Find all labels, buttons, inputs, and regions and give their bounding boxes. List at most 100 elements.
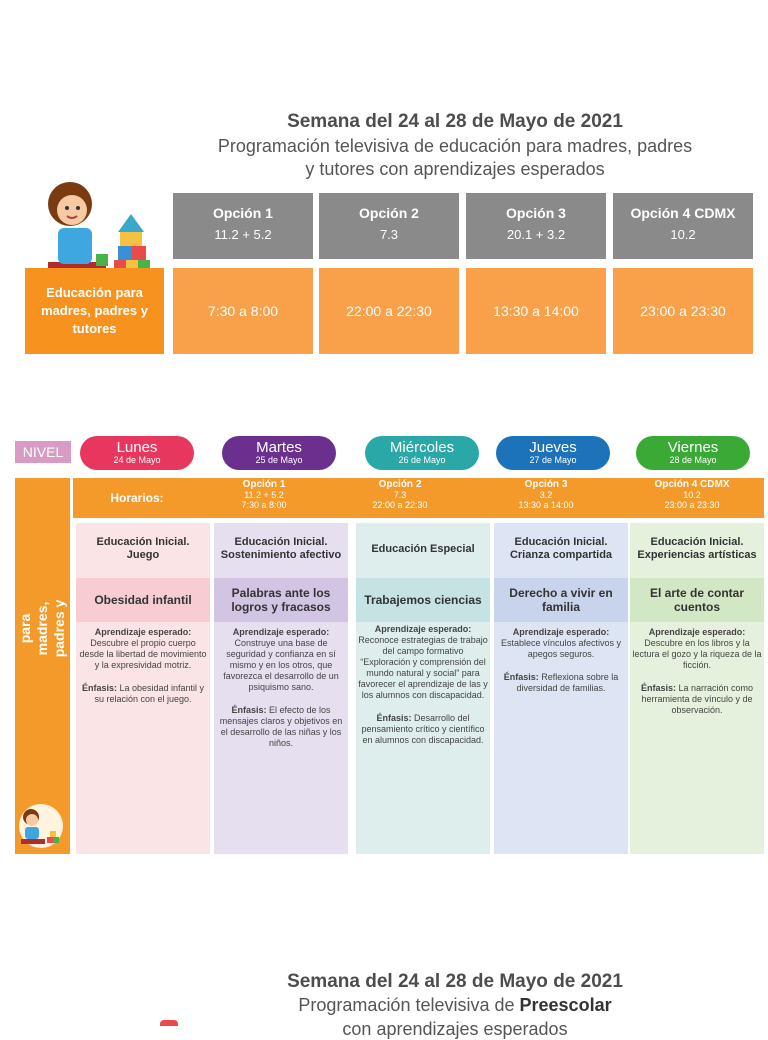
option-title: Opción 2 — [359, 205, 419, 221]
child-with-blocks-illustration — [40, 182, 150, 280]
program-name: Educación Especial — [371, 542, 475, 555]
horario-option-4: Opción 4 CDMX 10.2 23:00 a 23:30 — [622, 479, 762, 511]
topic-title: Obesidad infantil — [76, 578, 210, 622]
day-date: 27 de Mayo — [529, 455, 577, 465]
option-2-time: 22:00 a 22:30 — [319, 268, 459, 354]
option-channel: 20.1 + 3.2 — [506, 227, 566, 242]
learning-block: Aprendizaje esperado: Reconoce estrategi… — [356, 624, 490, 746]
day-pill-miercoles: Miércoles 26 de Mayo — [365, 436, 479, 470]
nivel-label: NIVEL — [15, 441, 71, 463]
enfasis-label: Énfasis: — [640, 683, 676, 693]
day-column-martes: Educación Inicial. Sostenimiento afectiv… — [214, 523, 348, 854]
enfasis-label: Énfasis: — [503, 672, 539, 682]
option-2-header: Opción 2 7.3 — [319, 193, 459, 259]
option-4-header: Opción 4 CDMX 10.2 — [613, 193, 753, 259]
aprendizaje-text: Construye una base de seguridad y confia… — [223, 638, 339, 692]
page-title: Semana del 24 al 28 de Mayo de 2021 — [287, 111, 623, 132]
day-column-lunes: Educación Inicial. Juego Obesidad infant… — [76, 523, 210, 854]
horario-option-1: Opción 1 11.2 + 5.2 7:30 a 8:00 — [194, 479, 334, 511]
day-date: 24 de Mayo — [113, 455, 161, 465]
day-name: Martes — [256, 439, 302, 456]
topic-title: El arte de contar cuentos — [630, 578, 764, 622]
footer-title: Semana del 24 al 28 de Mayo de 2021 — [287, 971, 623, 992]
aprendizaje-label: Aprendizaje esperado: — [648, 627, 746, 637]
footer-illustration-fragment — [160, 1020, 178, 1026]
horarios-bar — [73, 478, 764, 518]
horario-title: Opción 2 — [378, 479, 422, 490]
option-3-time: 13:30 a 14:00 — [466, 268, 606, 354]
day-name: Miércoles — [389, 439, 455, 456]
learning-block: Aprendizaje esperado: Descubre el propio… — [76, 627, 210, 705]
option-channel: 7.3 — [379, 227, 399, 242]
day-column-viernes: Educación Inicial. Experiencias artístic… — [630, 523, 764, 854]
enfasis: Énfasis: La narración como herramienta d… — [632, 683, 762, 716]
day-date: 28 de Mayo — [669, 455, 717, 465]
enfasis: Énfasis: Reflexiona sobre la diversidad … — [496, 672, 626, 694]
enfasis: Énfasis: Desarrollo del pensamiento crít… — [358, 713, 488, 746]
program-name: Educación Inicial. Crianza compartida — [509, 536, 613, 561]
day-date: 26 de Mayo — [398, 455, 446, 465]
edu-label: Educación para madres, padres y tutores — [41, 285, 148, 336]
aprendizaje-text: Reconoce estrategias de trabajo del camp… — [358, 635, 488, 700]
horario-title: Opción 3 — [524, 479, 568, 490]
horario-time: 13:30 a 14:00 — [518, 500, 574, 510]
option-title: Opción 4 CDMX — [630, 205, 736, 221]
footer-subtitle-bold: Preescolar — [519, 995, 612, 1015]
horario-time: 23:00 a 23:30 — [664, 500, 720, 510]
topic-title: Trabajemos ciencias — [356, 578, 490, 622]
learning-block: Aprendizaje esperado: Descubre en los li… — [630, 627, 764, 716]
side-bar — [15, 478, 70, 854]
footer-subtitle-prefix: Programación televisiva de — [298, 995, 520, 1015]
enfasis-text: El efecto de los mensajes claros y objet… — [219, 705, 343, 748]
learning-block: Aprendizaje esperado: Construye una base… — [214, 627, 348, 749]
enfasis-text: Desarrollo del pensamiento crítico y cie… — [361, 713, 485, 745]
subtitle-line-2: y tutores con aprendizajes esperados — [305, 159, 605, 179]
option-title: Opción 3 — [506, 205, 566, 221]
enfasis-label: Énfasis: — [376, 713, 412, 723]
aprendizaje-text: Establece vínculos afectivos y apegos se… — [500, 638, 622, 659]
horario-channel: 10.2 — [683, 490, 701, 500]
topic-title: Palabras ante los logros y fracasos — [214, 578, 348, 622]
child-mini-illustration — [19, 804, 63, 848]
horario-option-2: Opción 2 7.3 22:00 a 22:30 — [330, 479, 470, 511]
horario-time: 7:30 a 8:00 — [241, 500, 287, 510]
horario-channel: 11.2 + 5.2 — [244, 490, 284, 500]
side-label-wrap: Educación para madres, padres y tutores — [0, 478, 84, 778]
day-column-jueves: Educación Inicial. Crianza compartida De… — [494, 523, 628, 854]
subtitle-line-1: Programación televisiva de educación par… — [217, 136, 693, 156]
day-pill-jueves: Jueves 27 de Mayo — [496, 436, 610, 470]
page-subtitle: Programación televisiva de educación par… — [160, 135, 750, 181]
horario-title: Opción 4 CDMX — [654, 479, 730, 490]
day-column-miercoles: Educación Especial Trabajemos ciencias A… — [356, 523, 490, 854]
option-channel: 11.2 + 5.2 — [214, 227, 272, 242]
day-pill-viernes: Viernes 28 de Mayo — [636, 436, 750, 470]
horario-time: 22:00 a 22:30 — [372, 500, 428, 510]
aprendizaje-label: Aprendizaje esperado: — [512, 627, 610, 637]
option-channel: 10.2 — [670, 227, 696, 242]
enfasis: Énfasis: El efecto de los mensajes claro… — [216, 705, 346, 749]
day-name: Viernes — [667, 439, 719, 456]
footer-subtitle: Programación televisiva de Preescolar — [170, 995, 740, 1016]
horario-channel: 7.3 — [393, 490, 407, 500]
option-3-header: Opción 3 20.1 + 3.2 — [466, 193, 606, 259]
enfasis-text: La obesidad infantil y su relación con e… — [94, 683, 205, 704]
aprendizaje-label: Aprendizaje esperado: — [374, 624, 472, 634]
program-name: Educación Inicial. Experiencias artístic… — [637, 536, 757, 561]
day-name: Lunes — [116, 439, 158, 456]
day-pill-lunes: Lunes 24 de Mayo — [80, 436, 194, 470]
topic-title: Derecho a vivir en familia — [494, 578, 628, 622]
enfasis-text: La narración como herramienta de vínculo… — [641, 683, 754, 715]
option-1-time: 7:30 a 8:00 — [173, 268, 313, 354]
aprendizaje-text: Descubre el propio cuerpo desde la liber… — [79, 638, 207, 670]
enfasis: Énfasis: La obesidad infantil y su relac… — [78, 683, 208, 705]
program-name: Educación Inicial. Juego — [96, 536, 190, 561]
enfasis-text: Reflexiona sobre la diversidad de famili… — [516, 672, 619, 693]
horarios-label: Horarios: — [110, 491, 164, 505]
side-label: Educación para madres, padres y tutores — [0, 592, 84, 664]
option-4-time: 23:00 a 23:30 — [613, 268, 753, 354]
enfasis-label: Énfasis: — [81, 683, 117, 693]
program-name: Educación Inicial. Sostenimiento afectiv… — [220, 536, 342, 561]
day-date: 25 de Mayo — [255, 455, 303, 465]
option-1-header: Opción 1 11.2 + 5.2 — [173, 193, 313, 259]
horario-option-3: Opción 3 3.2 13:30 a 14:00 — [476, 479, 616, 511]
